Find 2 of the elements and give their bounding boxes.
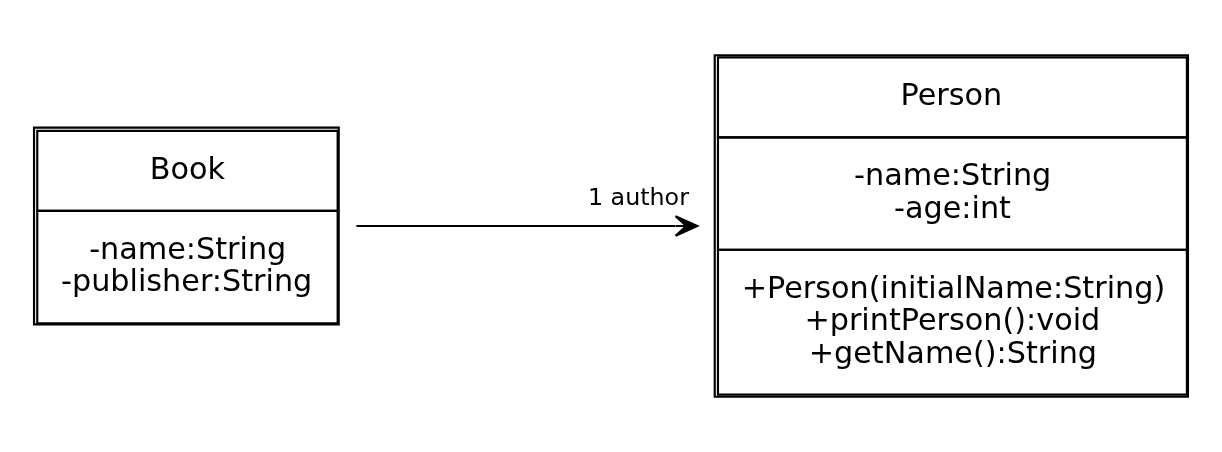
edge-label: 1 author: [587, 182, 689, 211]
arrow: [356, 215, 699, 237]
